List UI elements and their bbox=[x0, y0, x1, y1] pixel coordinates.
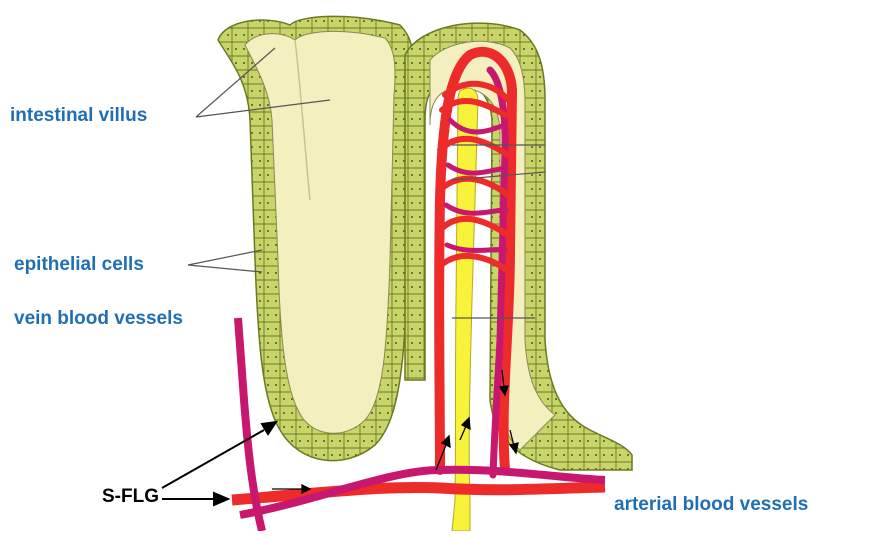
label-epithelial-cells: epithelial cells bbox=[14, 254, 144, 276]
label-arterial-blood-vessels: arterial blood vessels bbox=[614, 494, 808, 516]
label-vein-blood-vessels: vein blood vessels bbox=[14, 308, 183, 330]
label-s-flg: S-FLG bbox=[102, 486, 159, 508]
lacteal bbox=[452, 88, 478, 531]
label-intestinal-villus: intestinal villus bbox=[10, 105, 147, 127]
